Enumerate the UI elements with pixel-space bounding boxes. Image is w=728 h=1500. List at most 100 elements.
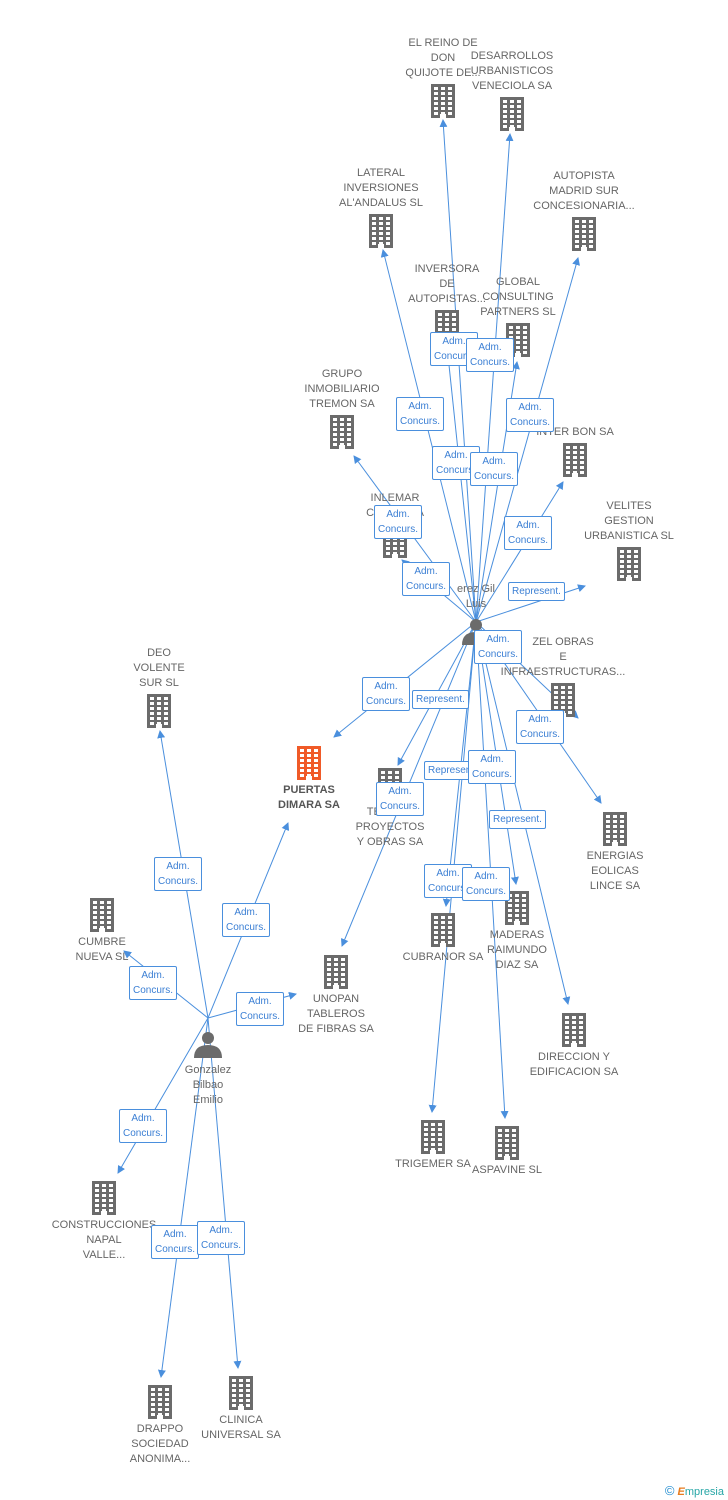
- relation-label-line: Concurs.: [226, 922, 267, 933]
- relation-label-gonzalez-construcciones[interactable]: Adm.Concurs.: [119, 1109, 168, 1143]
- relation-label-line: Concurs.: [434, 351, 475, 362]
- relation-label-line: Adm.: [209, 1225, 233, 1236]
- relation-label-line: Adm.: [408, 401, 432, 412]
- building-icon-velites[interactable]: [617, 547, 641, 581]
- company-label-lateral-line: AL'ANDALUS SL: [338, 197, 424, 209]
- relation-label-line: Concurs.: [510, 417, 551, 428]
- company-label-grupo-line: GRUPO: [321, 368, 363, 380]
- building-icon-clinica[interactable]: [229, 1376, 253, 1410]
- relation-label-perez-energias[interactable]: Adm.Concurs.: [516, 710, 565, 744]
- company-label-cumbre-line: NUEVA SL: [75, 951, 129, 963]
- building-icon-interbon[interactable]: [563, 443, 587, 477]
- relation-label-gonzalez-deo[interactable]: Adm.Concurs.: [154, 857, 203, 891]
- building-icon-drappo[interactable]: [148, 1385, 172, 1419]
- relation-label-line: Adm.: [444, 450, 468, 461]
- relation-label-line: Concurs.: [366, 696, 407, 707]
- relation-label-perez-tecnor[interactable]: Represent.: [412, 690, 469, 709]
- person-label-gonzalez-line: Gonzalez: [184, 1064, 232, 1076]
- relation-label-perez-maderas[interactable]: Adm.Concurs.: [468, 750, 517, 784]
- relation-label-line: Adm.: [141, 970, 165, 981]
- edge-perez-reino: [439, 119, 477, 623]
- building-icon-energias[interactable]: [603, 812, 627, 846]
- building-icon-unopan[interactable]: [324, 955, 348, 989]
- relation-label-perez-autopista[interactable]: Adm.Concurs.: [506, 398, 555, 432]
- relation-label-perez-inlemar[interactable]: Adm.Concurs.: [402, 562, 451, 596]
- relation-label-line: Adm.: [516, 520, 540, 531]
- relation-label-gonzalez-unopan[interactable]: Adm.Concurs.: [236, 992, 285, 1026]
- relation-label-line: Concurs.: [240, 1011, 281, 1022]
- building-icon-cumbre[interactable]: [90, 898, 114, 932]
- company-label-desarrollos-line: DESARROLLOS: [470, 50, 554, 62]
- edge-perez-lateral: [380, 249, 477, 623]
- company-label-unopan-line: TABLEROS: [307, 1008, 365, 1020]
- person-icon-gonzalez[interactable]: [194, 1032, 222, 1058]
- company-label-zel-line: INFRAESTRUCTURAS...: [500, 666, 626, 678]
- building-icon-reino[interactable]: [431, 84, 455, 118]
- person-label-perez-line: Luis: [465, 598, 487, 610]
- relation-label-gonzalez-drappo[interactable]: Adm.Concurs.: [151, 1225, 200, 1259]
- company-label-reino-line: QUIJOTE DE...: [405, 67, 481, 79]
- building-icon-construcciones[interactable]: [92, 1181, 116, 1215]
- building-icon-deo[interactable]: [147, 694, 171, 728]
- edge-perez-interbon: [475, 481, 564, 623]
- building-icon-cubranor[interactable]: [431, 913, 455, 947]
- brand-name: mpresia: [684, 1486, 724, 1498]
- company-label-tecnor-line: Y OBRAS SA: [356, 836, 424, 848]
- edge-perez-velites: [475, 584, 586, 623]
- relation-label-perez-grupo[interactable]: Adm.Concurs.: [374, 505, 423, 539]
- building-icon-direccion[interactable]: [562, 1013, 586, 1047]
- company-label-drappo-line: DRAPPO: [136, 1423, 184, 1435]
- company-label-drappo-line: SOCIEDAD: [131, 1438, 189, 1450]
- company-label-puertas-line: PUERTAS: [283, 784, 335, 796]
- building-icon-puertas[interactable]: [297, 746, 321, 780]
- relation-label-line: Concurs.: [478, 649, 519, 660]
- edge-gonzalez-construcciones: [117, 1017, 209, 1174]
- relation-label-perez-global[interactable]: Adm.Concurs.: [470, 452, 519, 486]
- relation-label-line: Adm.: [374, 681, 398, 692]
- company-label-global-line: CONSULTING: [482, 291, 554, 303]
- relation-label-perez-desarrollos[interactable]: Adm.Concurs.: [466, 338, 515, 372]
- company-label-inlemar-line: INLEMAR: [370, 492, 420, 504]
- relation-label-perez-aspavine[interactable]: Adm.Concurs.: [462, 867, 511, 901]
- company-label-unopan-line: UNOPAN: [312, 993, 360, 1005]
- relation-label-perez-interbon[interactable]: Adm.Concurs.: [504, 516, 553, 550]
- building-icon-lateral[interactable]: [369, 214, 393, 248]
- relation-label-line: Represent.: [493, 814, 542, 825]
- relation-label-perez-zel[interactable]: Adm. Concurs.: [474, 630, 523, 664]
- building-icon-autopista[interactable]: [572, 217, 596, 251]
- relation-label-perez-unopan[interactable]: Adm.Concurs.: [376, 782, 425, 816]
- relation-label-line: Adm.: [486, 634, 510, 645]
- relation-label-perez-lateral[interactable]: Adm.Concurs.: [396, 397, 445, 431]
- relation-label-line: Adm.: [414, 566, 438, 577]
- building-icon-trigemer[interactable]: [421, 1120, 445, 1154]
- company-label-inversora-line: AUTOPISTAS...: [408, 293, 486, 305]
- person-label-gonzalez-line: Bilbao: [192, 1079, 224, 1091]
- company-label-trigemer: TRIGEMER SA: [395, 1157, 471, 1172]
- company-label-deo-line: DEO: [147, 647, 171, 659]
- relation-label-perez-puertas[interactable]: Adm. Concurs.: [362, 677, 411, 711]
- relation-label-perez-direccion[interactable]: Represent.: [489, 810, 546, 829]
- relation-label-gonzalez-cumbre[interactable]: Adm.Concurs.: [129, 966, 178, 1000]
- relation-label-gonzalez-clinica[interactable]: Adm.Concurs.: [197, 1221, 246, 1255]
- relation-label-gonzalez-puertas[interactable]: Adm.Concurs.: [222, 903, 271, 937]
- edge-perez-grupo: [353, 455, 477, 623]
- building-icon-grupo[interactable]: [330, 415, 354, 449]
- edge-gonzalez-drappo: [157, 1017, 209, 1378]
- company-label-aspavine: ASPAVINE SL: [472, 1163, 542, 1178]
- company-label-maderas-line: MADERAS: [489, 929, 545, 941]
- relation-label-perez-velites[interactable]: Represent.: [508, 582, 565, 601]
- building-icon-desarrollos[interactable]: [500, 97, 524, 131]
- building-icon-aspavine[interactable]: [495, 1126, 519, 1160]
